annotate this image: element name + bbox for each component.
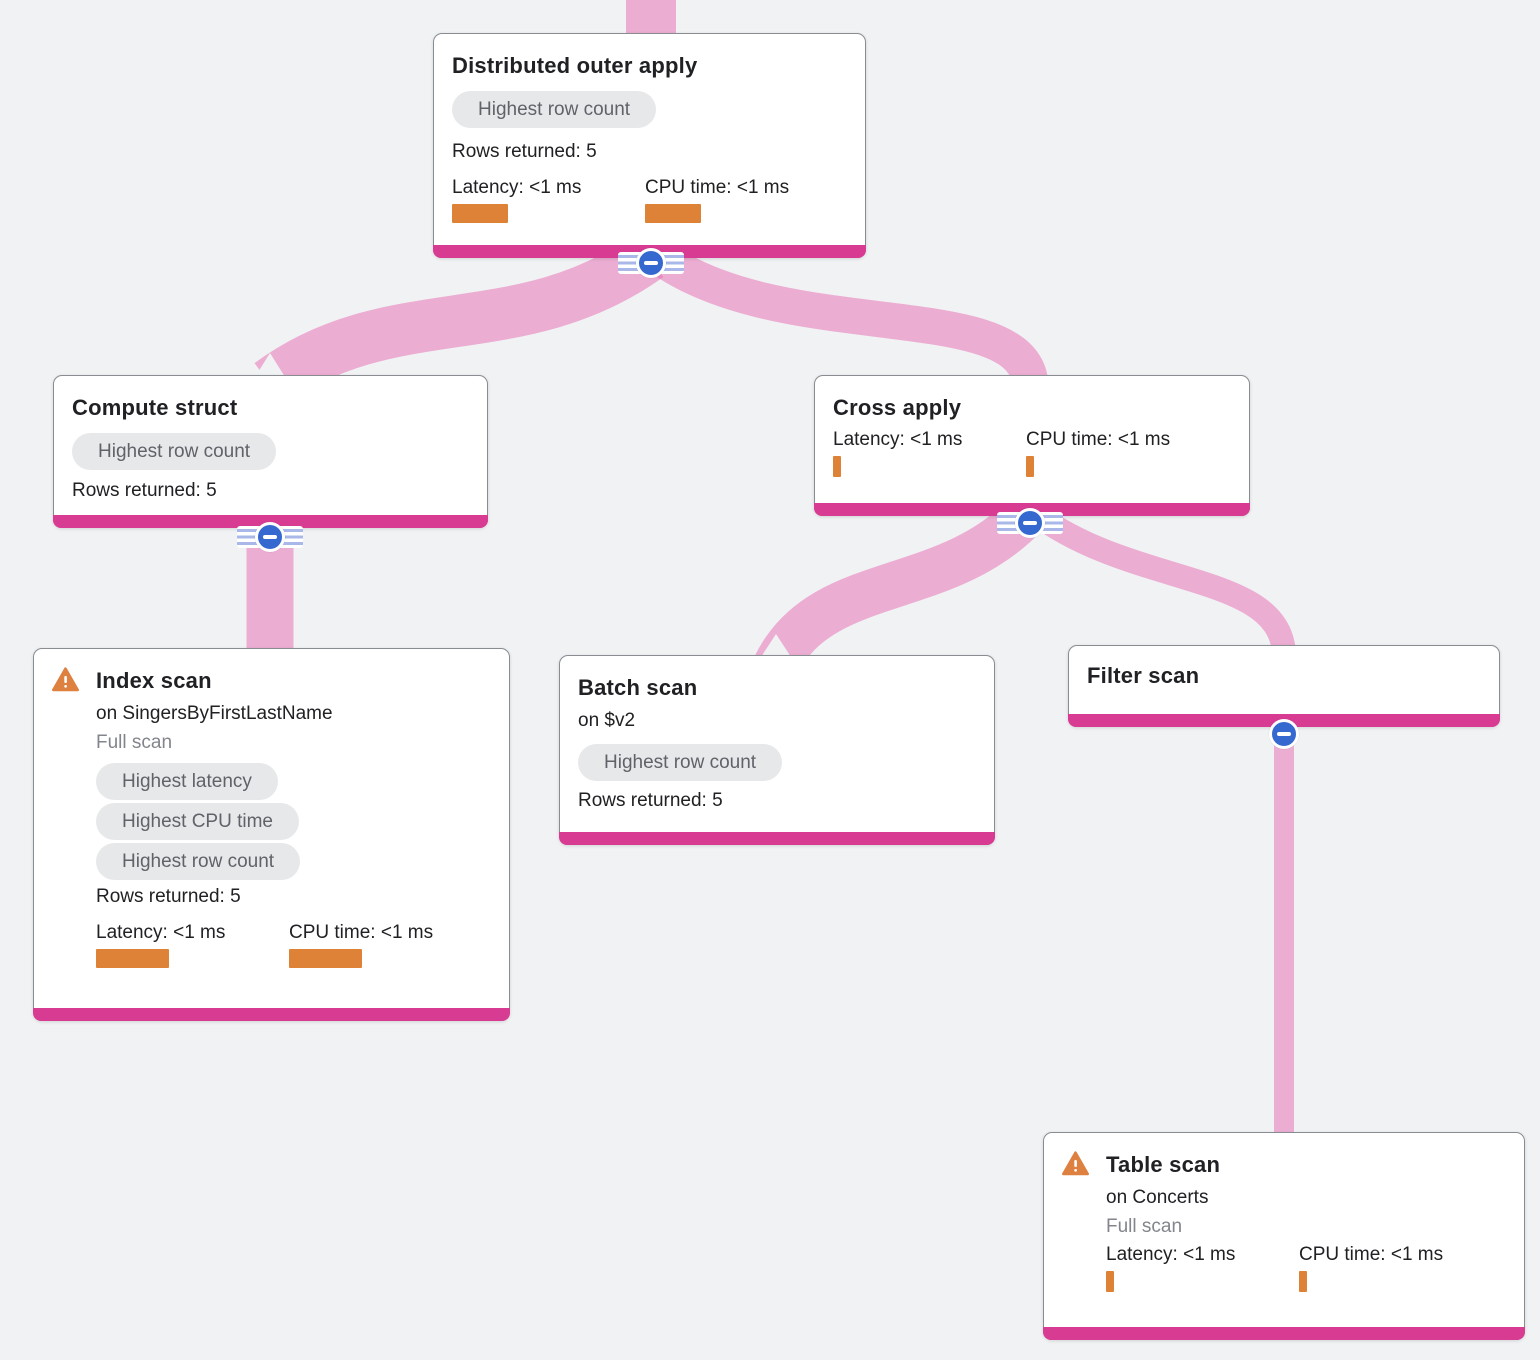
node-title: Compute struct <box>72 395 238 420</box>
scan-type: Full scan <box>96 732 173 753</box>
node-compute-struct[interactable]: Compute struct Highest row count Rows re… <box>53 375 488 528</box>
edge-distributed-to-compute-struct <box>254 234 664 406</box>
latency-bar <box>833 456 841 477</box>
badge-highest-row-count: Highest row count <box>578 744 783 781</box>
collapse-button-distributed-outer-apply[interactable] <box>618 248 684 278</box>
node-title: Table scan <box>1106 1152 1221 1177</box>
latency-bar <box>452 204 508 223</box>
badge-highest-row-count: Highest row count <box>72 433 277 470</box>
edge-notch <box>255 353 285 377</box>
badge-highest-row-count: Highest row count <box>96 843 301 880</box>
cpu-time-bar <box>645 204 701 223</box>
scan-type: Full scan <box>1106 1216 1183 1237</box>
collapse-minus-icon <box>263 535 277 539</box>
node-accent-bar <box>33 1008 510 1021</box>
node-title: Distributed outer apply <box>452 53 698 78</box>
collapse-circle <box>636 248 666 278</box>
rows-returned: Rows returned: 5 <box>96 886 241 907</box>
collapse-button-cross-apply[interactable] <box>997 508 1063 538</box>
rows-returned: Rows returned: 5 <box>72 480 217 501</box>
scan-target: on Concerts <box>1106 1187 1209 1208</box>
cpu-time-bar <box>289 949 362 968</box>
collapse-minus-icon <box>644 261 658 265</box>
cpu-time-label: CPU time: <1 ms <box>645 177 790 198</box>
cpu-time-bar <box>1026 456 1034 477</box>
cpu-time-label: CPU time: <1 ms <box>1299 1244 1444 1265</box>
rows-returned: Rows returned: 5 <box>578 790 723 811</box>
node-cross-apply[interactable]: Cross apply Latency: <1 ms CPU time: <1 … <box>814 375 1250 516</box>
collapse-minus-icon <box>1277 732 1291 736</box>
badge-highest-row-count: Highest row count <box>452 91 657 128</box>
node-accent-bar <box>559 832 995 845</box>
latency-label: Latency: <1 ms <box>833 429 963 450</box>
warning-icon <box>1062 1151 1089 1176</box>
warning-icon <box>52 667 79 692</box>
node-distributed-outer-apply[interactable]: Distributed outer apply Highest row coun… <box>433 33 866 258</box>
edge-cross-apply-to-batch-scan <box>755 497 1043 677</box>
edge-notch <box>761 634 791 657</box>
latency-label: Latency: <1 ms <box>96 922 226 943</box>
cpu-time-label: CPU time: <1 ms <box>1026 429 1171 450</box>
collapse-circle <box>255 522 285 552</box>
node-title: Batch scan <box>578 675 698 700</box>
node-accent-bar <box>53 515 488 528</box>
cpu-time-label: CPU time: <1 ms <box>289 922 434 943</box>
cpu-time-bar <box>1299 1271 1307 1292</box>
badge-highest-cpu-time: Highest CPU time <box>96 803 299 840</box>
collapse-circle <box>1269 719 1299 749</box>
collapse-button-filter-scan[interactable] <box>1251 719 1317 749</box>
node-title: Filter scan <box>1087 663 1200 688</box>
scan-target: on SingersByFirstLastName <box>96 703 333 724</box>
scan-target: on $v2 <box>578 710 636 731</box>
edge-distributed-to-cross-apply <box>647 241 1048 386</box>
node-batch-scan[interactable]: Batch scan on $v2 Highest row count Rows… <box>559 655 995 845</box>
collapse-circle <box>1015 508 1045 538</box>
latency-bar <box>1106 1271 1114 1292</box>
latency-label: Latency: <1 ms <box>1106 1244 1236 1265</box>
latency-bar <box>96 949 169 968</box>
collapse-button-compute-struct[interactable] <box>237 522 303 552</box>
node-accent-bar <box>1043 1327 1525 1340</box>
latency-label: Latency: <1 ms <box>452 177 582 198</box>
node-index-scan[interactable]: Index scan on SingersByFirstLastName Ful… <box>33 648 510 1021</box>
rows-returned: Rows returned: 5 <box>452 141 597 162</box>
node-title: Cross apply <box>833 395 962 420</box>
badge-highest-latency: Highest latency <box>96 763 278 800</box>
node-filter-scan[interactable]: Filter scan <box>1068 645 1500 727</box>
edge-cross-apply-to-filter-scan <box>1028 504 1296 657</box>
collapse-minus-icon <box>1023 521 1037 525</box>
node-title: Index scan <box>96 668 212 693</box>
node-table-scan[interactable]: Table scan on Concerts Full scan Latency… <box>1043 1132 1525 1340</box>
